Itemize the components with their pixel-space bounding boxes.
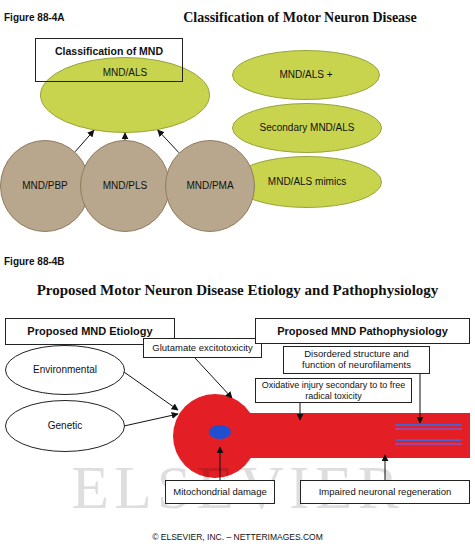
section-title: Classification of Motor Neuron Disease <box>140 10 460 26</box>
disease-ellipse: Secondary MND/ALS <box>232 103 382 153</box>
ellipse-shape <box>233 104 382 153</box>
node-text: MND/PBP <box>19 180 71 192</box>
disease-ellipse: MND/ALS + <box>232 50 380 100</box>
ellipse-shape <box>6 346 125 395</box>
process-box: Oxidative injury secondary to to free ra… <box>255 378 412 403</box>
process-box: Mitochondrial damage <box>165 480 275 504</box>
connector-arrow <box>158 130 179 153</box>
node-text: Oxidative injury secondary to to free ra… <box>256 380 411 401</box>
node-text: Proposed MND Etiology <box>24 325 155 338</box>
subtype-circle: MND/PBP <box>0 140 90 232</box>
cause-ellipse: Genetic <box>5 400 125 452</box>
neurofilament <box>395 428 462 430</box>
copyright-line: © ELSEVIER, INC. – NETTERIMAGES.COM <box>0 533 475 543</box>
pointer-arrow <box>420 374 421 423</box>
neurofilament <box>395 439 462 441</box>
neurofilament <box>395 443 462 445</box>
process-box: Glutamate excitotoxicity <box>143 338 262 358</box>
nucleus <box>209 425 231 439</box>
pointer-arrow <box>124 414 178 426</box>
ellipse-shape <box>166 141 255 232</box>
cause-ellipse: Environmental <box>5 345 125 395</box>
connector-arrow <box>125 133 126 140</box>
ellipse-shape <box>41 58 210 133</box>
axon <box>245 413 470 458</box>
node-text: MND/PMA <box>183 180 236 192</box>
heading-box: Proposed MND Pathophysiology <box>255 318 470 344</box>
ellipse-shape <box>1 141 90 232</box>
node-text: Impaired neuronal regeneration <box>316 487 455 498</box>
node-text: Disordered structure and function of neu… <box>284 349 429 371</box>
process-box: Disordered structure and function of neu… <box>283 346 430 374</box>
node-text: Secondary MND/ALS <box>256 122 357 134</box>
node-text: MND/ALS <box>100 67 150 79</box>
figure-label: Figure 88-4B <box>4 256 114 268</box>
neurofilament <box>395 424 462 426</box>
pointer-arrow <box>124 372 178 410</box>
ellipse-shape <box>81 141 170 232</box>
pointer-arrow <box>195 358 232 398</box>
node-text: MND/PLS <box>100 180 150 192</box>
node-text: MND/ALS + <box>276 69 335 81</box>
connector-arrow <box>75 130 94 151</box>
heading-box: Classification of MND <box>35 38 183 82</box>
node-text: MND/ALS mimics <box>265 176 349 188</box>
node-text: Glutamate excitotoxicity <box>149 343 255 354</box>
ellipse-shape <box>233 51 380 100</box>
node-text: Genetic <box>45 420 85 432</box>
disease-ellipse: MND/ALS <box>40 57 210 133</box>
process-box: Impaired neuronal regeneration <box>300 480 470 504</box>
figure-label: Figure 88-4A <box>4 12 114 24</box>
section-title: Proposed Motor Neuron Disease Etiology a… <box>0 282 475 299</box>
ellipse-shape <box>6 401 125 452</box>
pointer-arrow <box>300 402 301 420</box>
subtype-circle: MND/PLS <box>80 140 170 232</box>
node-text: Proposed MND Pathophysiology <box>274 325 451 338</box>
node-text: Environmental <box>30 364 100 376</box>
node-text: Classification of MND <box>52 45 166 57</box>
subtype-circle: MND/PMA <box>165 140 255 232</box>
node-text: Mitochondrial damage <box>170 487 269 498</box>
